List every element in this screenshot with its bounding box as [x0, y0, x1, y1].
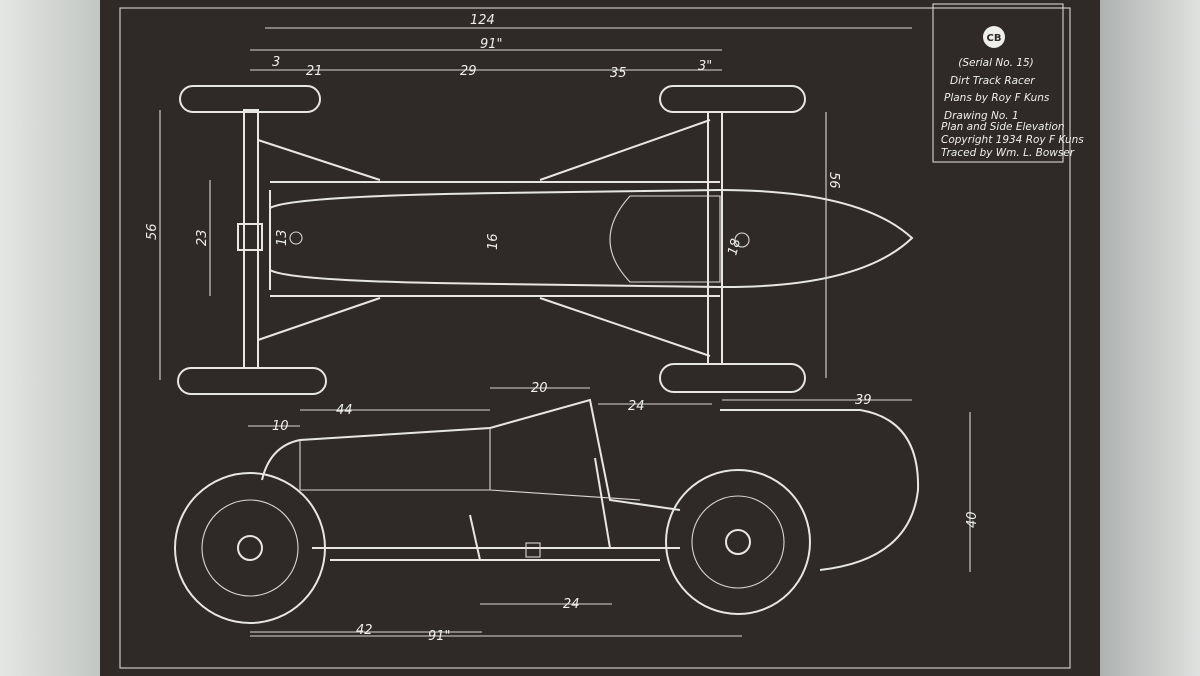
- radius-rods: [257, 119, 711, 357]
- dim-29: 29: [460, 64, 477, 79]
- dim-side-wheelbase: 91": [428, 629, 451, 644]
- dim-35: 35: [610, 66, 627, 81]
- body-outline: [269, 188, 914, 289]
- side-dimensions: 20 44 10 24 39 40 24 42 91": [248, 381, 980, 644]
- wheel-rear-right: [659, 363, 806, 393]
- dim-nose: 10: [272, 419, 289, 434]
- drawing-title: Dirt Track Racer: [950, 75, 1035, 87]
- logo-text: CB: [987, 33, 1002, 44]
- dim-seat: 24: [628, 399, 645, 414]
- dim-body-width: 16: [486, 233, 501, 250]
- dim-lower-24: 24: [563, 597, 580, 612]
- dim-3-inch: 3": [698, 59, 712, 74]
- dim-21: 21: [306, 64, 323, 79]
- plan-dimensions: 124 91" 3 21 29 35 3" 56 23 13 16 18 56: [145, 13, 912, 380]
- drawing-description: Plan and Side Elevation: [941, 121, 1065, 133]
- sheet-border: [119, 7, 1071, 669]
- drawing-number: Drawing No. 1: [944, 110, 1019, 122]
- steering-box: [237, 223, 263, 251]
- dim-wheelbase: 91": [480, 37, 503, 52]
- front-axle: [243, 109, 259, 369]
- dim-front-to-cockpit: 44: [336, 403, 353, 418]
- levers: [469, 457, 611, 561]
- logo-icon: [983, 26, 1005, 48]
- copyright: Copyright 1934 Roy F Kuns: [941, 134, 1084, 146]
- background-wall-left: [0, 0, 110, 676]
- rear-wheel: [665, 469, 811, 615]
- chassis-rail: [312, 547, 680, 561]
- dim-3: 3: [272, 55, 280, 70]
- background-wall-right: [1090, 0, 1200, 676]
- dim-nose-width: 13: [275, 229, 290, 246]
- side-view: [174, 398, 920, 624]
- seat: [609, 195, 721, 283]
- wheel-front-right: [177, 367, 327, 395]
- dim-track-right: 56: [826, 172, 841, 189]
- dim-overall-length: 124: [470, 13, 495, 28]
- dim-front-42: 42: [356, 623, 373, 638]
- rear-axle: [707, 111, 723, 365]
- front-wheel: [174, 472, 326, 624]
- wheel-rear-left: [659, 85, 806, 113]
- traced-by: Traced by Wm. L. Bowser: [941, 147, 1075, 159]
- dim-frame-width: 23: [195, 229, 210, 246]
- body-profile: [261, 398, 920, 571]
- wheel-front-left: [179, 85, 321, 113]
- plan-view: [177, 85, 914, 395]
- serial-number: (Serial No. 15): [958, 57, 1034, 69]
- dim-cowl-width: 18: [725, 237, 744, 257]
- dim-cockpit: 20: [531, 381, 548, 396]
- title-block: CB (Serial No. 15) Dirt Track Racer Plan…: [932, 3, 1084, 163]
- plans-by: Plans by Roy F Kuns: [944, 92, 1050, 104]
- dim-track-left: 56: [145, 223, 160, 240]
- dim-tail: 39: [855, 393, 872, 408]
- dim-height: 40: [965, 511, 980, 528]
